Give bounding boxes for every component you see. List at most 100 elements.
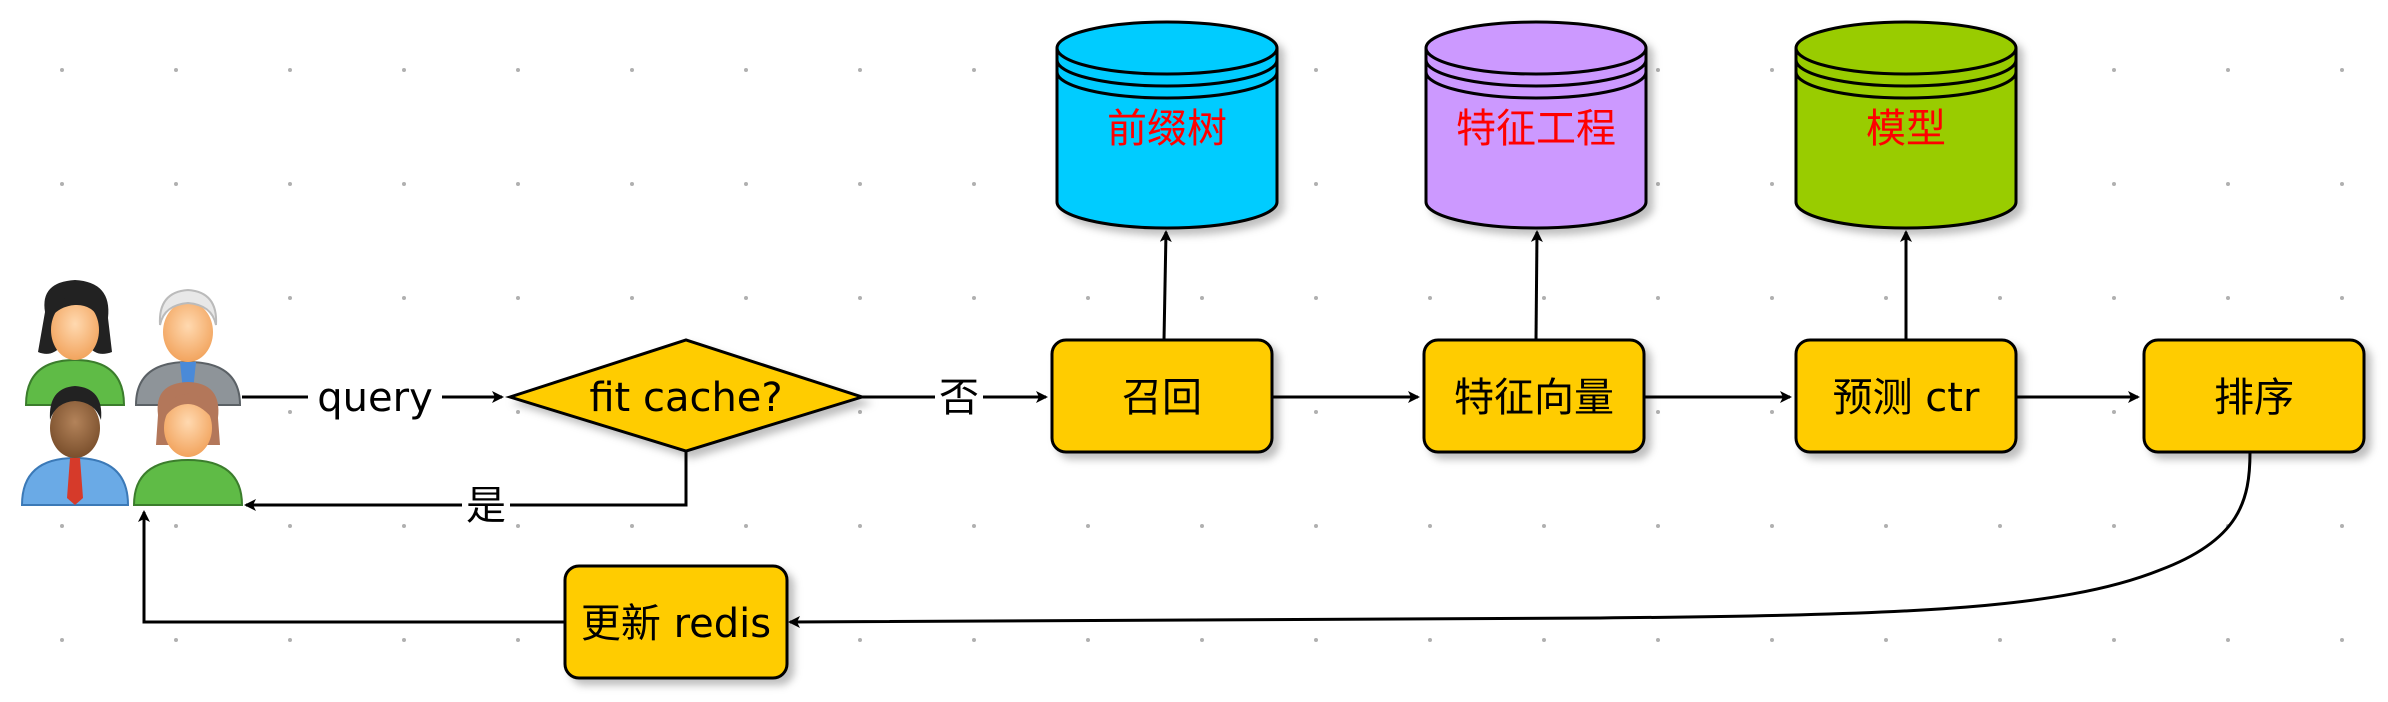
process-recall-label: 召回 [1122,375,1202,421]
grid-dot [1428,524,1432,528]
process-feature-vector-label: 特征向量 [1454,375,1614,421]
grid-dot [630,296,634,300]
grid-dot [1770,296,1774,300]
grid-dot [1428,638,1432,642]
grid-dot [1656,182,1660,186]
edge-label-query: query [317,375,432,421]
grid-dot [2112,68,2116,72]
grid-dot [516,410,520,414]
grid-dot [630,68,634,72]
grid-dot [2112,296,2116,300]
grid-dot [1086,524,1090,528]
grid-dot [1656,68,1660,72]
grid-dot [1314,638,1318,642]
grid-dot [288,68,292,72]
users-group-icon [20,280,244,506]
grid-dot [1314,182,1318,186]
grid-dot [516,182,520,186]
grid-dot [1542,638,1546,642]
grid-dot [1200,296,1204,300]
grid-dot [2340,524,2344,528]
decision-label: fit cache? [589,375,782,421]
grid-dot [744,524,748,528]
grid-dot [288,182,292,186]
grid-dot [2340,68,2344,72]
grid-dot [402,524,406,528]
grid-dot [630,182,634,186]
grid-dot [2226,68,2230,72]
edge-label-no: 否 [939,375,979,421]
grid-dot [402,182,406,186]
grid-dot [402,638,406,642]
grid-dot [288,524,292,528]
grid-dot [1884,638,1888,642]
grid-dot [516,68,520,72]
user-man-icon [20,386,130,506]
grid-dot [972,524,976,528]
grid-dot [1884,524,1888,528]
database-prefix-tree [1055,20,1279,230]
grid-dot [1542,296,1546,300]
grid-dot [288,410,292,414]
grid-dot [1314,410,1318,414]
grid-dot [2340,638,2344,642]
grid-dot [1542,524,1546,528]
grid-dot [516,296,520,300]
grid-dot [1314,296,1318,300]
grid-dot [1884,296,1888,300]
grid-dot [858,524,862,528]
grid-dot [174,182,178,186]
grid-dot [858,296,862,300]
process-ranking-label: 排序 [2214,375,2294,421]
process-predict-ctr: 预测 ctr [1794,338,2018,454]
grid-dot [2112,638,2116,642]
grid-dot [1314,68,1318,72]
grid-dot [1086,296,1090,300]
grid-dot [1770,410,1774,414]
grid-dot [516,638,520,642]
edge-recall-to-prefix-tree [1159,230,1172,341]
database-model-label: 模型 [1866,106,1946,152]
process-update-redis-label: 更新 redis [581,601,771,647]
user-woman-icon [24,280,126,406]
grid-dot [402,68,406,72]
grid-dot [1314,524,1318,528]
edge-rank-to-update [788,451,2252,628]
grid-dot [2112,182,2116,186]
grid-dot [744,182,748,186]
grid-dot [402,296,406,300]
grid-dot [2112,524,2116,528]
grid-dot [60,638,64,642]
grid-dot [1200,524,1204,528]
connectors [138,230,2252,628]
process-feature-vector: 特征向量 [1422,338,1646,454]
grid-dot [2340,296,2344,300]
decision-fit-cache: fit cache? [505,338,867,453]
grid-dot [1770,524,1774,528]
grid-dot [60,524,64,528]
database-feature-engineering [1424,20,1648,230]
edge-label-yes: 是 [466,483,506,529]
edge-update-to-users [138,510,565,624]
grid-dot [174,524,178,528]
grid-dot [1998,638,2002,642]
grid-dot [1770,638,1774,642]
database-model [1794,20,2018,230]
process-ranking: 排序 [2142,338,2366,454]
process-recall: 召回 [1050,338,1274,454]
grid-dot [174,68,178,72]
grid-dot [174,638,178,642]
process-predict-ctr-label: 预测 ctr [1833,375,1980,421]
grid-dot [858,68,862,72]
grid-dot [2340,182,2344,186]
grid-dot [1770,182,1774,186]
grid-dot [60,182,64,186]
grid-dot [2226,296,2230,300]
grid-dot [1770,68,1774,72]
grid-dot [288,296,292,300]
grid-dot [972,638,976,642]
grid-dot [1998,524,2002,528]
grid-dot [858,182,862,186]
grid-dot [1656,524,1660,528]
